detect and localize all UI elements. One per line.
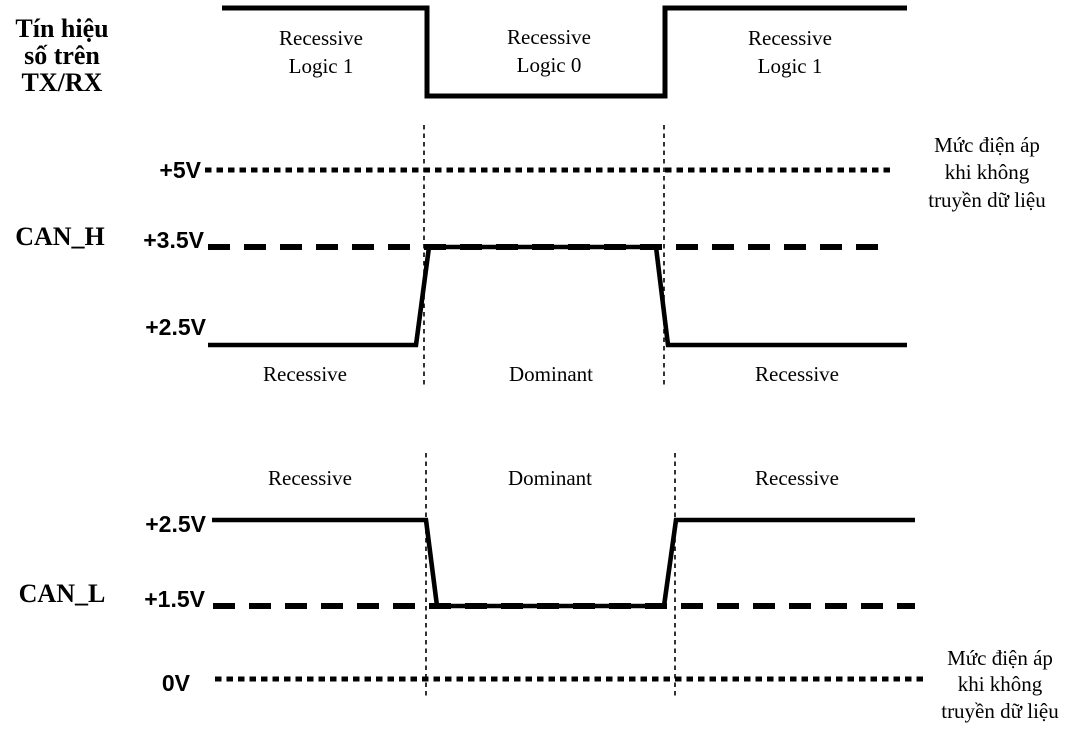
digital-segment-2-label-line-2: Logic 0 [517, 53, 582, 77]
digital-segment-3-label-line-2: Logic 1 [758, 54, 823, 78]
can-h-5v-tick-label: +5V [159, 157, 201, 183]
can-h-idle-annotation-line-3: truyền dữ liệu [928, 188, 1046, 212]
digital-waveform [222, 5, 907, 99]
can-l-idle-annotation-line-3: truyền dữ liệu [941, 699, 1059, 723]
can-l-section: Recessive Dominant Recessive CAN_L +2.5V… [19, 453, 1059, 723]
digital-title-line-2: số trên [24, 41, 100, 70]
can-h-idle-annotation-line-1: Mức điện áp [934, 133, 1040, 157]
digital-segment-1-label-line-2: Logic 1 [289, 54, 354, 78]
can-l-signal-waveform [212, 517, 915, 609]
digital-segment-3-label-line-1: Recessive [748, 26, 832, 50]
can-l-state-recessive-left: Recessive [268, 466, 352, 490]
can-l-state-dominant: Dominant [508, 466, 592, 490]
can-l-idle-annotation-line-2: khi không [958, 672, 1043, 696]
can-l-label: CAN_L [19, 579, 106, 608]
can-h-idle-annotation-line-2: khi không [945, 160, 1030, 184]
digital-title-line-3: TX/RX [22, 68, 103, 97]
can-l-1v5-tick-label: +1.5V [144, 586, 205, 612]
can-h-label: CAN_H [15, 222, 105, 251]
digital-signal-section: Tín hiệu số trên TX/RX Recessive Logic 1… [15, 5, 907, 99]
can-h-section: CAN_H +5V +3.5V +2.5V Recessive Dominant… [15, 125, 1046, 386]
can-l-0v-tick-label: 0V [162, 670, 191, 696]
can-l-idle-annotation-line-1: Mức điện áp [947, 646, 1053, 670]
can-h-signal-waveform [208, 244, 907, 348]
can-h-2v5-tick-label: +2.5V [145, 314, 206, 340]
digital-title-line-1: Tín hiệu [15, 14, 108, 43]
can-h-state-recessive-right: Recessive [755, 362, 839, 386]
can-h-state-dominant: Dominant [509, 362, 593, 386]
digital-segment-2-label-line-1: Recessive [507, 25, 591, 49]
can-h-state-recessive-left: Recessive [263, 362, 347, 386]
can-l-2v5-tick-label: +2.5V [145, 511, 206, 537]
can-h-3v5-tick-label: +3.5V [143, 227, 204, 253]
digital-segment-1-label-line-1: Recessive [279, 26, 363, 50]
can-l-state-recessive-right: Recessive [755, 466, 839, 490]
